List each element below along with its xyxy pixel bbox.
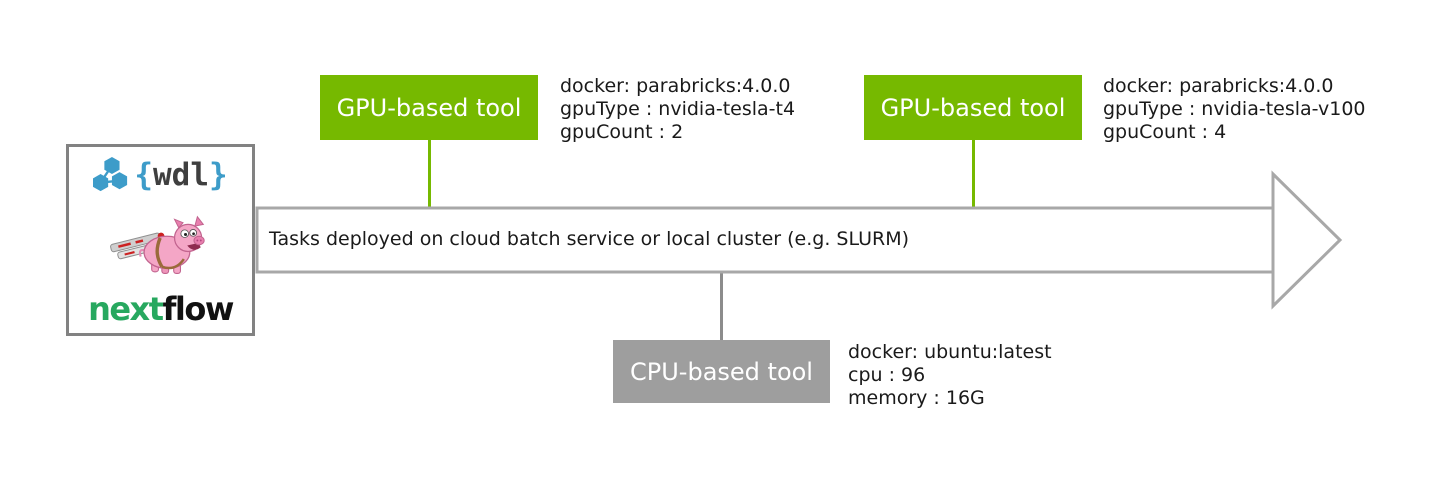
gpu2-connector-line (972, 140, 975, 210)
cpu-annotation: docker: ubuntu:latest cpu : 96 memory : … (848, 341, 1052, 410)
cpu-cpu-line: cpu : 96 (848, 364, 926, 386)
workflow-languages-panel: {wdl} (66, 144, 255, 336)
pipeline-arrow (255, 170, 1343, 310)
nextflow-next-text: next (88, 290, 164, 328)
gpu1-gputype-line: gpuType : nvidia-tesla-t4 (560, 98, 796, 120)
wdl-hexagons-icon (93, 157, 128, 192)
wdl-name: wdl (153, 156, 209, 193)
nextflow-wordmark: nextflow (88, 290, 234, 328)
cpu-tool-label: CPU-based tool (630, 357, 813, 386)
cpu-connector-line (720, 270, 723, 341)
nextflow-flow-text: flow (162, 290, 234, 328)
gpu1-annotation: docker: parabricks:4.0.0 gpuType : nvidi… (560, 75, 795, 144)
arrow-head (1271, 170, 1343, 310)
cpu-docker-line: docker: ubuntu:latest (848, 341, 1052, 363)
gpu1-gpucount-line: gpuCount : 2 (560, 121, 684, 143)
gpu2-gputype-line: gpuType : nvidia-tesla-v100 (1103, 98, 1366, 120)
gpu-tool-2-label: GPU-based tool (880, 93, 1066, 122)
gpu-tool-1-label: GPU-based tool (336, 93, 522, 122)
wdl-logo: {wdl} (93, 156, 228, 193)
gpu1-docker-line: docker: parabricks:4.0.0 (560, 75, 791, 97)
wdl-open-brace: { (134, 156, 153, 193)
cpu-tool-box: CPU-based tool (613, 340, 830, 403)
jetpack-pig-icon (109, 215, 205, 275)
wdl-wordmark: {wdl} (134, 156, 228, 193)
arrow-label: Tasks deployed on cloud batch service or… (269, 228, 910, 250)
gpu1-connector-line (428, 140, 431, 210)
gpu2-annotation: docker: parabricks:4.0.0 gpuType : nvidi… (1103, 75, 1366, 144)
gpu2-docker-line: docker: parabricks:4.0.0 (1103, 75, 1334, 97)
gpu2-gpucount-line: gpuCount : 4 (1103, 121, 1227, 143)
cpu-memory-line: memory : 16G (848, 387, 985, 409)
wdl-close-brace: } (209, 156, 228, 193)
gpu-tool-box-1: GPU-based tool (320, 75, 538, 140)
gpu-tool-box-2: GPU-based tool (864, 75, 1082, 140)
